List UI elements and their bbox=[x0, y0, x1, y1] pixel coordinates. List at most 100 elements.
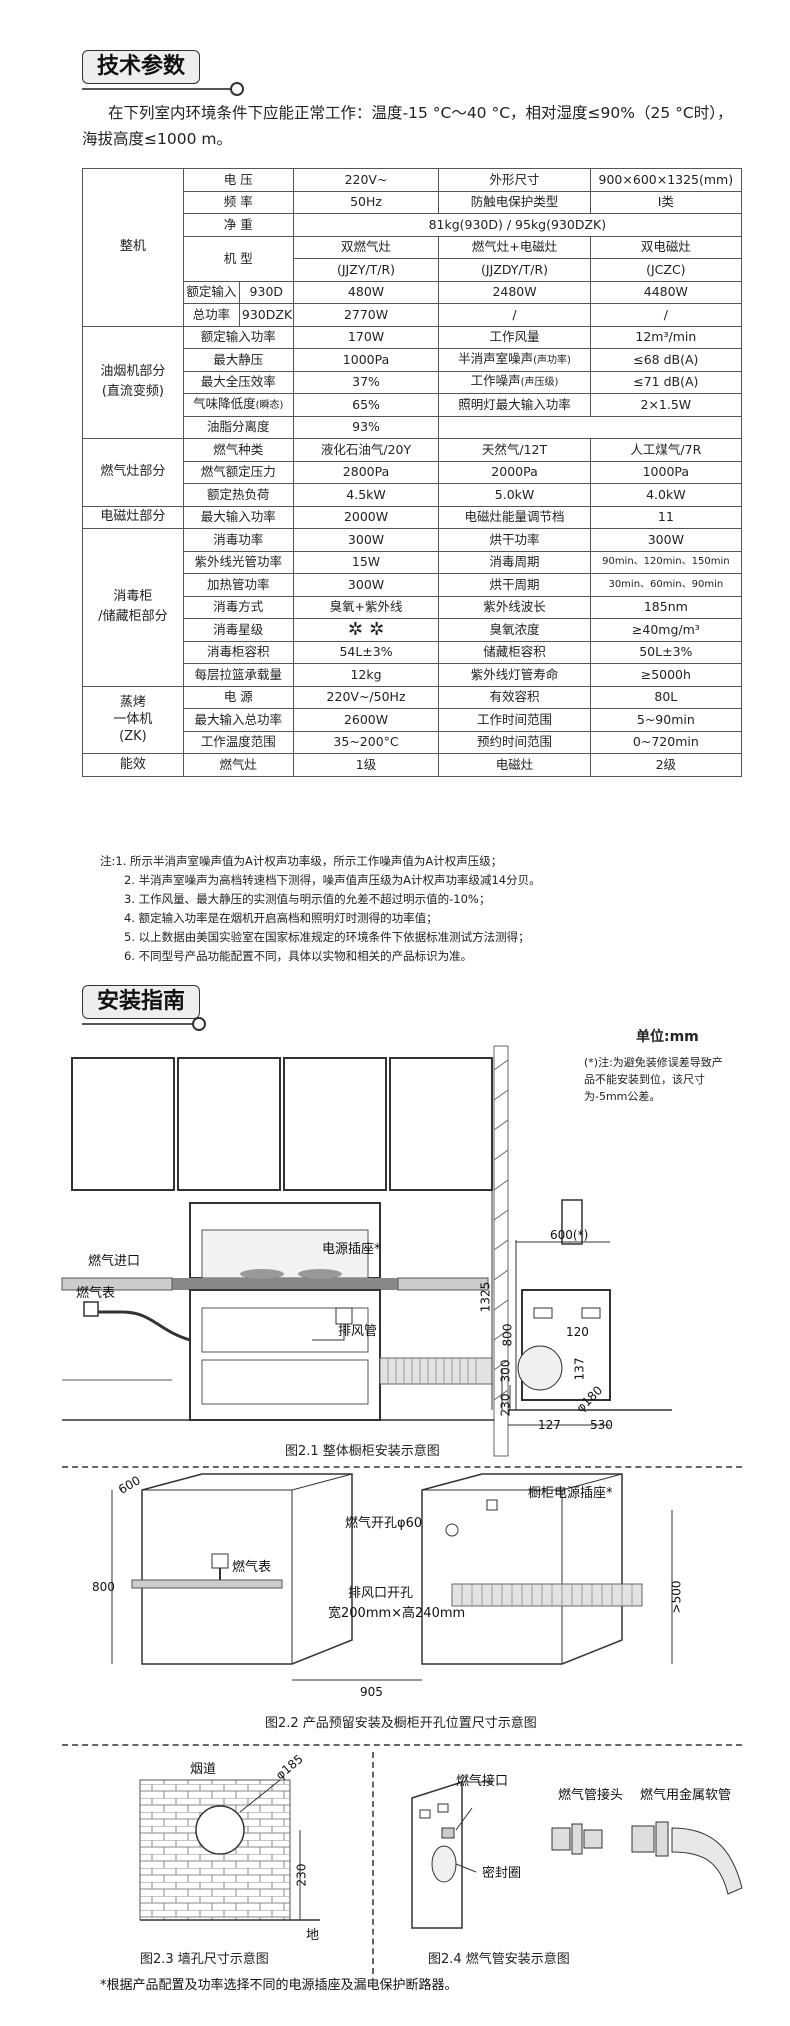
title-underline bbox=[82, 88, 232, 90]
dim-500: >500 bbox=[669, 1580, 684, 1614]
cell: 频 率 bbox=[182, 190, 294, 214]
cell: 12kg bbox=[292, 663, 440, 687]
cell: 照明灯最大输入功率 bbox=[438, 393, 591, 417]
cell: 电磁灶能量调节档 bbox=[438, 505, 591, 529]
cell: 300W bbox=[292, 573, 440, 597]
group-label: 整机 bbox=[82, 168, 184, 327]
table-row: 净 重 81kg(930D) / 95kg(930DZK) bbox=[83, 213, 743, 237]
exhaust-hole-label: 排风口开孔 bbox=[348, 1586, 414, 1601]
group-label: 能效 bbox=[82, 753, 184, 777]
cell: 双电磁灶 bbox=[589, 235, 743, 259]
cell: 半消声室噪声(声功率) bbox=[438, 348, 591, 372]
table-row: 总功率 930DZK 2770W / / bbox=[83, 303, 743, 327]
cell-text: 半消声室噪声 bbox=[458, 350, 534, 366]
cell: / bbox=[438, 303, 591, 327]
table-row: 最大全压效率 37% 工作噪声(声压级) ≤71 dB(A) bbox=[83, 370, 743, 394]
cell: I类 bbox=[589, 190, 743, 214]
cell: 紫外线光管功率 bbox=[182, 550, 294, 574]
note-line: 6. 不同型号产品功能配置不同，具体以实物和相关的产品标识为准。 bbox=[124, 949, 473, 963]
group-text: 消毒柜 bbox=[113, 589, 153, 605]
cell: 液化石油气/20Y bbox=[292, 438, 440, 462]
group-label: 燃气灶部分 bbox=[82, 438, 184, 507]
cell: 最大静压 bbox=[182, 348, 294, 372]
group-text: 蒸烤 bbox=[119, 695, 146, 711]
gas-meter-label: 燃气表 bbox=[232, 1560, 272, 1575]
dim-600: 600(*) bbox=[550, 1228, 589, 1242]
table-row: 工作温度范围 35~200°C 预约时间范围 0~720min bbox=[83, 730, 743, 754]
cell: 37% bbox=[292, 370, 440, 394]
cell: 2480W bbox=[438, 280, 591, 304]
connector-label: 燃气管接头 bbox=[558, 1788, 624, 1803]
cell: 臭氧浓度 bbox=[438, 618, 591, 642]
dim-230: 230 bbox=[498, 1393, 513, 1417]
group-text: (ZK) bbox=[119, 729, 147, 745]
cell: 外形尺寸 bbox=[438, 168, 591, 192]
cell: 最大全压效率 bbox=[182, 370, 294, 394]
divider bbox=[62, 1466, 742, 1468]
cell: 紫外线灯管寿命 bbox=[438, 663, 591, 687]
group-text: 油烟机部分 bbox=[100, 364, 166, 380]
cell: 930DZK bbox=[238, 303, 294, 327]
cell: 燃气灶+电磁灶 bbox=[438, 235, 591, 259]
cell: 2×1.5W bbox=[589, 393, 743, 417]
exhaust-label: 排风管 bbox=[338, 1324, 378, 1339]
wall-hole-diagram bbox=[139, 1779, 320, 1921]
figure-caption: 图2.1 整体橱柜安装示意图 bbox=[285, 1444, 440, 1459]
cell: 双燃气灶 bbox=[292, 235, 440, 259]
table-row: 整机 电 压 220V~ 外形尺寸 900×600×1325(mm) bbox=[82, 168, 743, 327]
cell: 900×600×1325(mm) bbox=[589, 168, 743, 192]
cell-text: 工作噪声 bbox=[470, 373, 521, 389]
divider bbox=[62, 1744, 742, 1746]
table-row: 额定热负荷 4.5kW 5.0kW 4.0kW bbox=[83, 483, 743, 507]
table-row: 电磁灶部分 最大输入功率 2000W 电磁灶能量调节档 11 bbox=[82, 505, 743, 529]
cell: 2800Pa bbox=[292, 460, 440, 484]
cell: 35~200°C bbox=[292, 730, 440, 754]
cell: 工作时间范围 bbox=[438, 708, 591, 732]
socket-label: 电源插座* bbox=[322, 1242, 381, 1257]
cell: 净 重 bbox=[182, 213, 294, 237]
cell: 1000Pa bbox=[292, 348, 440, 372]
cell: 消毒周期 bbox=[438, 550, 591, 574]
gas-hole-label: 燃气开孔φ60 bbox=[345, 1516, 423, 1531]
cell: 消毒星级 bbox=[182, 618, 294, 642]
tolerance-note: (*)注:为避免装修误差导致产品不能安装到位，该尺寸为-5mm公差。 bbox=[584, 1056, 723, 1103]
table-row: 最大静压 1000Pa 半消声室噪声(声功率) ≤68 dB(A) bbox=[83, 348, 743, 372]
figure-caption: 图2.3 墙孔尺寸示意图 bbox=[140, 1952, 269, 1967]
dim-1325: 1325 bbox=[478, 1281, 493, 1313]
cabinet-opening-diagram bbox=[111, 1473, 673, 1681]
cell: 12m³/min bbox=[589, 325, 743, 349]
table-row: 最大输入总功率 2600W 工作时间范围 5~90min bbox=[83, 708, 743, 732]
cell: 每层拉篮承载量 bbox=[182, 663, 294, 687]
flue-label: 烟道 bbox=[190, 1762, 217, 1777]
cell-text: 气味降低度 bbox=[193, 395, 256, 411]
cell: 最大输入总功率 bbox=[182, 708, 294, 732]
cell: 15W bbox=[292, 550, 440, 574]
cell: 电磁灶 bbox=[438, 753, 591, 777]
cell: 5.0kW bbox=[438, 483, 591, 507]
title-ring bbox=[230, 82, 244, 96]
spec-table: 整机 电 压 220V~ 外形尺寸 900×600×1325(mm) 频 率 5… bbox=[82, 168, 743, 777]
group-label: 油烟机部分 (直流变频) bbox=[82, 325, 184, 439]
group-label: 电磁灶部分 bbox=[82, 505, 184, 529]
table-row: 频 率 50Hz 防触电保护类型 I类 bbox=[83, 190, 743, 214]
group-text: /储藏柜部分 bbox=[98, 609, 168, 625]
gas-port-label: 燃气接口 bbox=[456, 1774, 509, 1789]
cell: 4480W bbox=[589, 280, 743, 304]
gas-meter-label: 燃气表 bbox=[76, 1286, 116, 1301]
cell: 220V~/50Hz bbox=[292, 685, 440, 709]
cell: 额定热负荷 bbox=[182, 483, 294, 507]
hose-label: 燃气用金属软管 bbox=[640, 1788, 732, 1803]
cell: 300W bbox=[292, 528, 440, 552]
cell: 0~720min bbox=[589, 730, 743, 754]
intro-text: 在下列室内环境条件下应能正常工作：温度-15 °C〜40 °C，相对湿度≤90%… bbox=[82, 104, 733, 148]
note-line: 4. 额定输入功率是在烟机开启高档和照明灯时测得的功率值； bbox=[124, 911, 438, 925]
table-row: 加热管功率 300W 烘干周期 30min、60min、90min bbox=[83, 573, 743, 597]
cell: 天然气/12T bbox=[438, 438, 591, 462]
cell: 消毒功率 bbox=[182, 528, 294, 552]
cell: 工作风量 bbox=[438, 325, 591, 349]
cell: 额定输入功率 bbox=[182, 325, 294, 349]
dim-127: 127 bbox=[538, 1418, 561, 1432]
cell: 1000Pa bbox=[589, 460, 743, 484]
cabinet-socket-label: 橱柜电源插座* bbox=[528, 1486, 613, 1501]
cell: ≤68 dB(A) bbox=[589, 348, 743, 372]
